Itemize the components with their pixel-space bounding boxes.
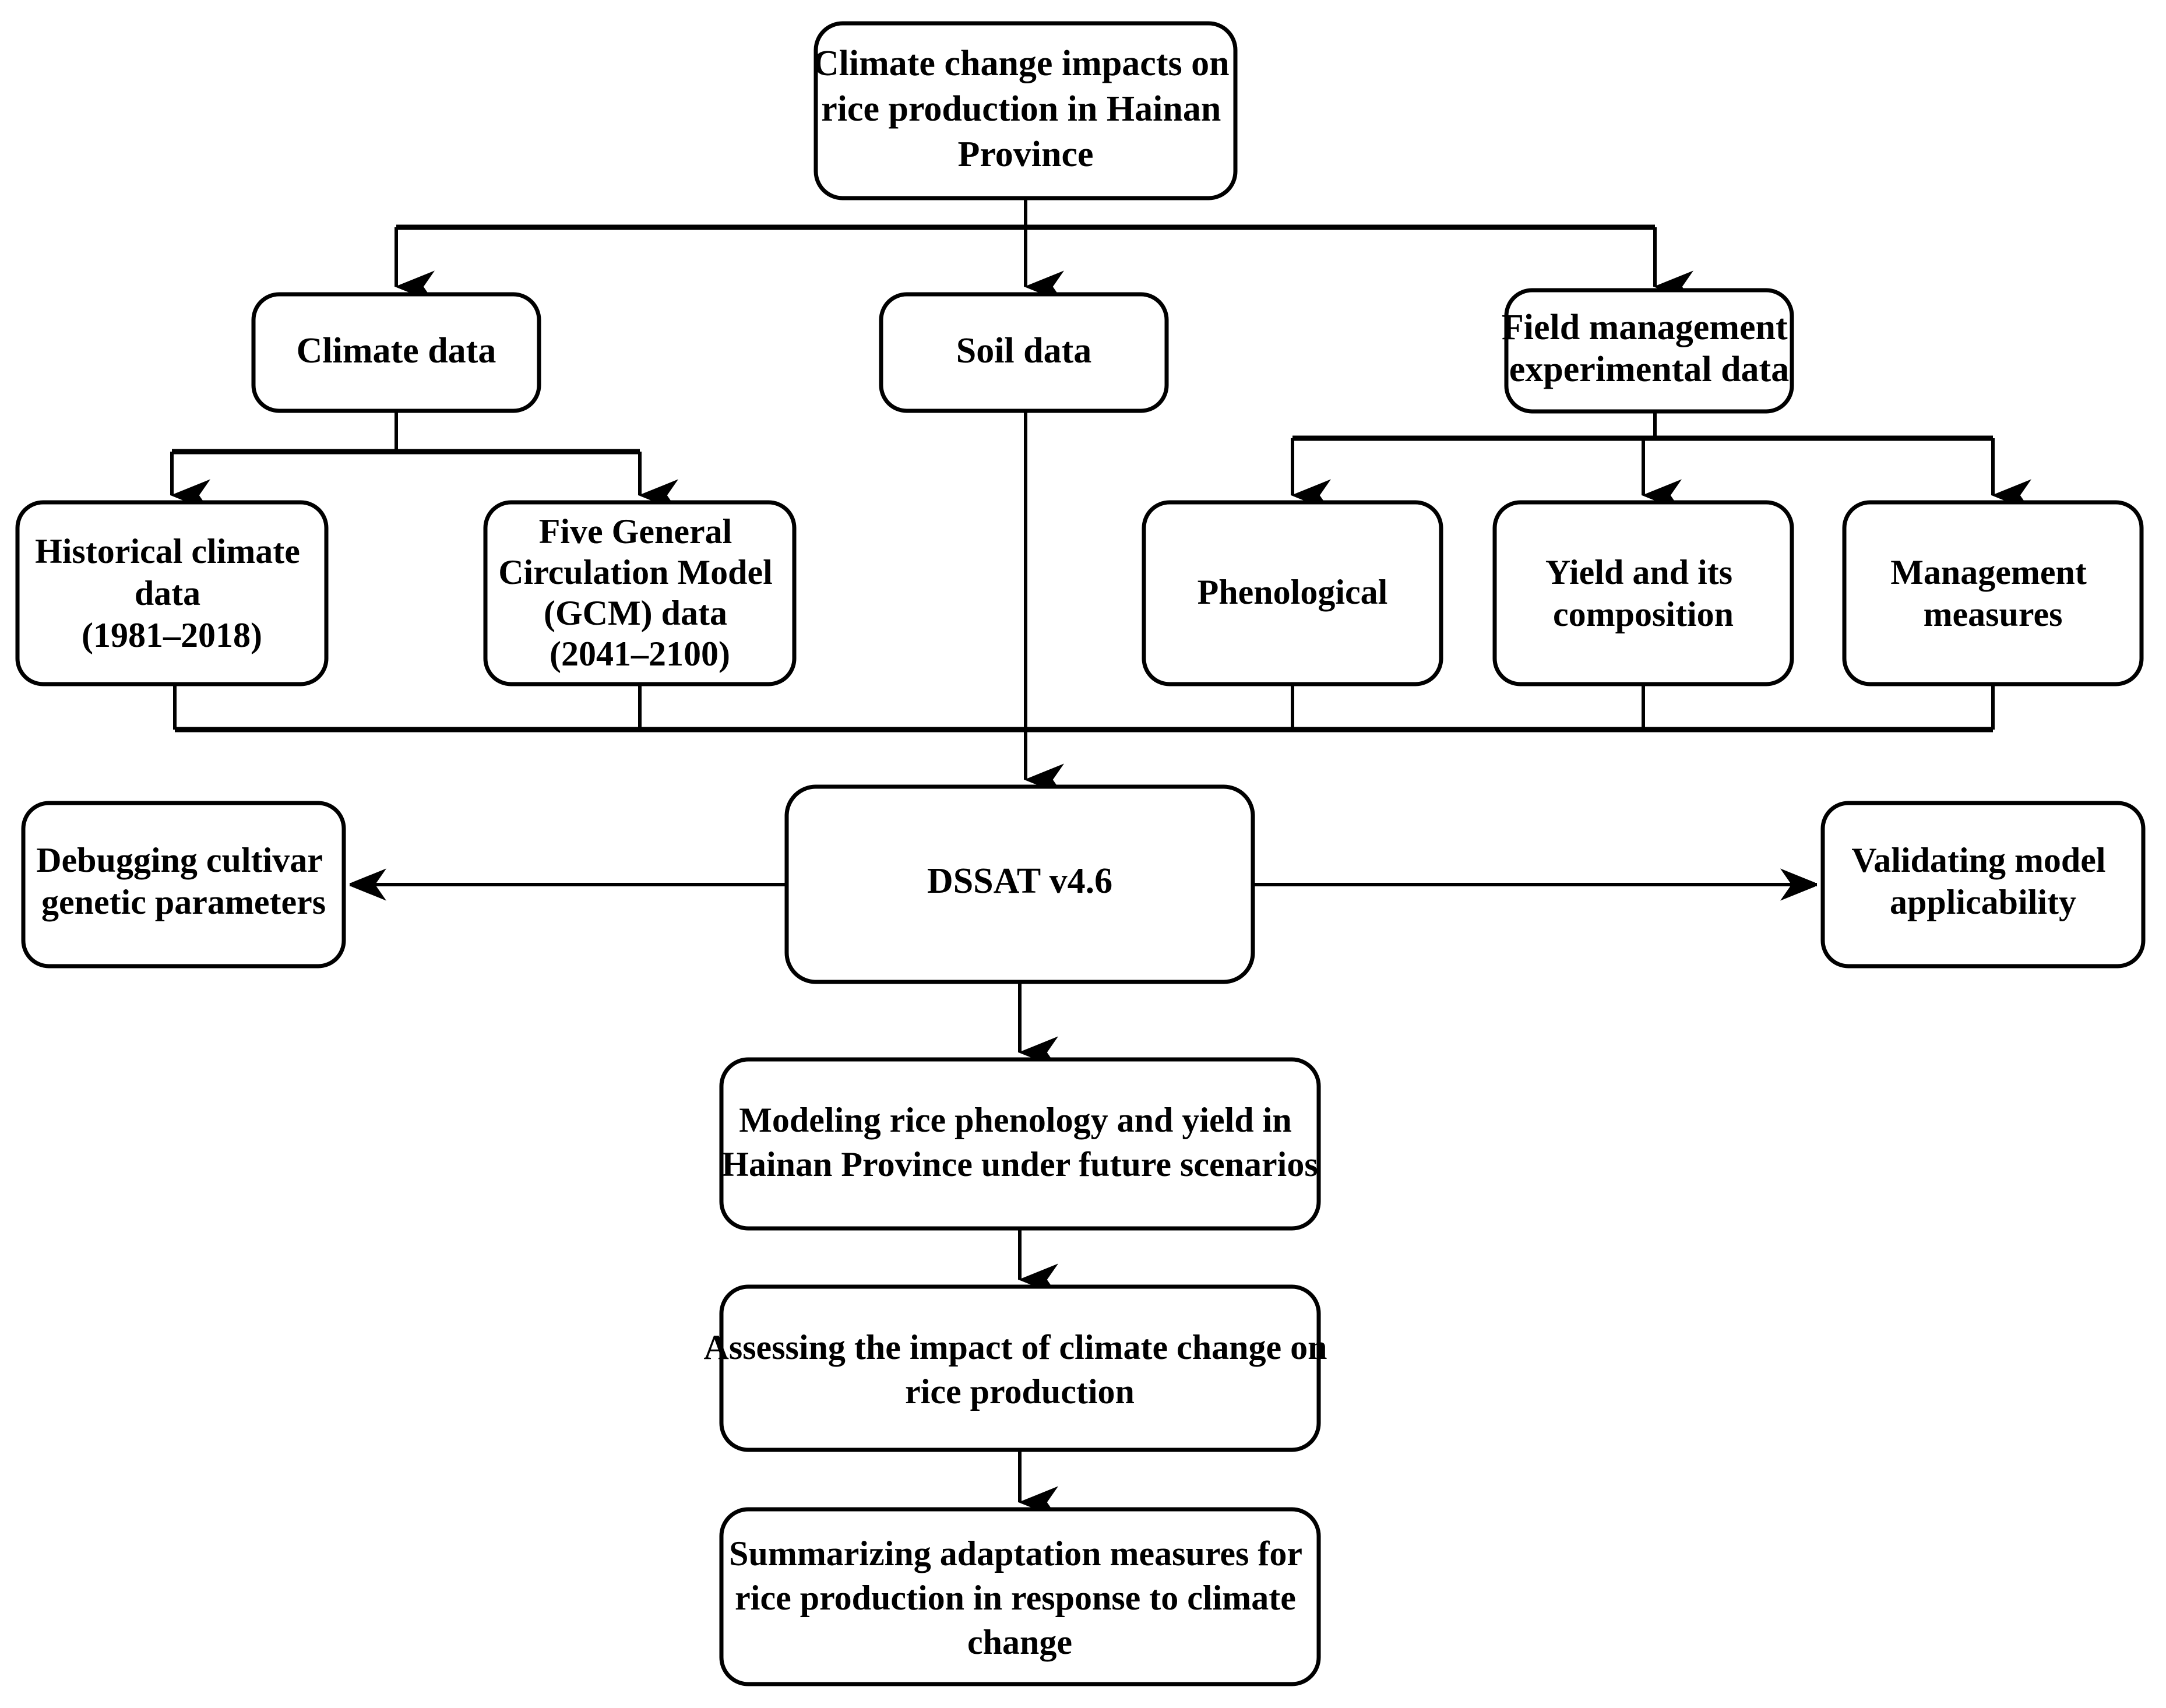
node-historical-climate[interactable]: Historical climate data (1981–2018) [15, 500, 329, 686]
node-modeling-rice-box[interactable] [719, 1057, 1321, 1231]
node-yield-composition-label: Yield and its composition [1545, 553, 1741, 633]
node-climate-data-box[interactable] [251, 292, 541, 413]
node-summarizing-adaptation-label: Summarizing adaptation measures for rice… [729, 1534, 1311, 1661]
node-soil-data[interactable]: Soil data [879, 292, 1169, 413]
node-summarizing-adaptation[interactable]: Summarizing adaptation measures for rice… [719, 1507, 1321, 1686]
node-validating-model-box[interactable] [1820, 801, 2146, 969]
node-field-management[interactable]: Field management experimental data [1502, 288, 1797, 414]
connector-layer [170, 198, 2031, 1519]
node-layer: Climate change impacts on rice productio… [15, 21, 2146, 1686]
node-dssat[interactable]: DSSAT v4.6 [784, 784, 1255, 984]
node-assessing-impact-box[interactable] [719, 1284, 1321, 1452]
node-management-measures-box[interactable] [1842, 500, 2144, 686]
node-assessing-impact[interactable]: Assessing the impact of climate change o… [704, 1284, 1336, 1452]
node-yield-composition-box[interactable] [1492, 500, 1794, 686]
node-field-management-label: Field management experimental data [1502, 308, 1797, 389]
node-gcm-data-box[interactable] [483, 500, 797, 686]
node-root-box[interactable] [813, 21, 1238, 200]
node-climate-data-label: Climate data [297, 331, 496, 371]
node-dssat-box[interactable] [784, 784, 1255, 984]
node-dssat-label: DSSAT v4.6 [927, 861, 1112, 901]
node-debugging-cultivar[interactable]: Debugging cultivar genetic parameters [21, 801, 346, 969]
node-phenological-box[interactable] [1142, 500, 1443, 686]
node-management-measures-label: Management measures [1890, 553, 2095, 633]
node-modeling-rice[interactable]: Modeling rice phenology and yield in Hai… [719, 1057, 1321, 1231]
node-soil-data-label: Soil data [956, 331, 1092, 371]
node-gcm-data[interactable]: Five General Circulation Model (GCM) dat… [483, 500, 797, 686]
node-historical-climate-box[interactable] [15, 500, 329, 686]
node-gcm-data-label: Five General Circulation Model (GCM) dat… [498, 512, 781, 673]
node-management-measures[interactable]: Management measures [1842, 500, 2144, 686]
node-climate-data[interactable]: Climate data [251, 292, 541, 413]
node-debugging-cultivar-label: Debugging cultivar genetic parameters [36, 841, 331, 921]
node-summarizing-adaptation-box[interactable] [719, 1507, 1321, 1686]
node-field-management-box[interactable] [1504, 288, 1794, 414]
node-yield-composition[interactable]: Yield and its composition [1492, 500, 1794, 686]
node-phenological-label: Phenological [1198, 573, 1388, 611]
node-root[interactable]: Climate change impacts on rice productio… [813, 21, 1238, 200]
node-root-label: Climate change impacts on rice productio… [813, 44, 1238, 174]
node-validating-model[interactable]: Validating model applicability [1820, 801, 2146, 969]
node-validating-model-label: Validating model applicability [1851, 841, 2114, 921]
node-modeling-rice-label: Modeling rice phenology and yield in Hai… [721, 1101, 1318, 1184]
node-historical-climate-label: Historical climate data (1981–2018) [35, 532, 309, 654]
node-soil-data-box[interactable] [879, 292, 1169, 413]
node-phenological[interactable]: Phenological [1142, 500, 1443, 686]
node-debugging-cultivar-box[interactable] [21, 801, 346, 969]
node-assessing-impact-label: Assessing the impact of climate change o… [704, 1328, 1336, 1411]
